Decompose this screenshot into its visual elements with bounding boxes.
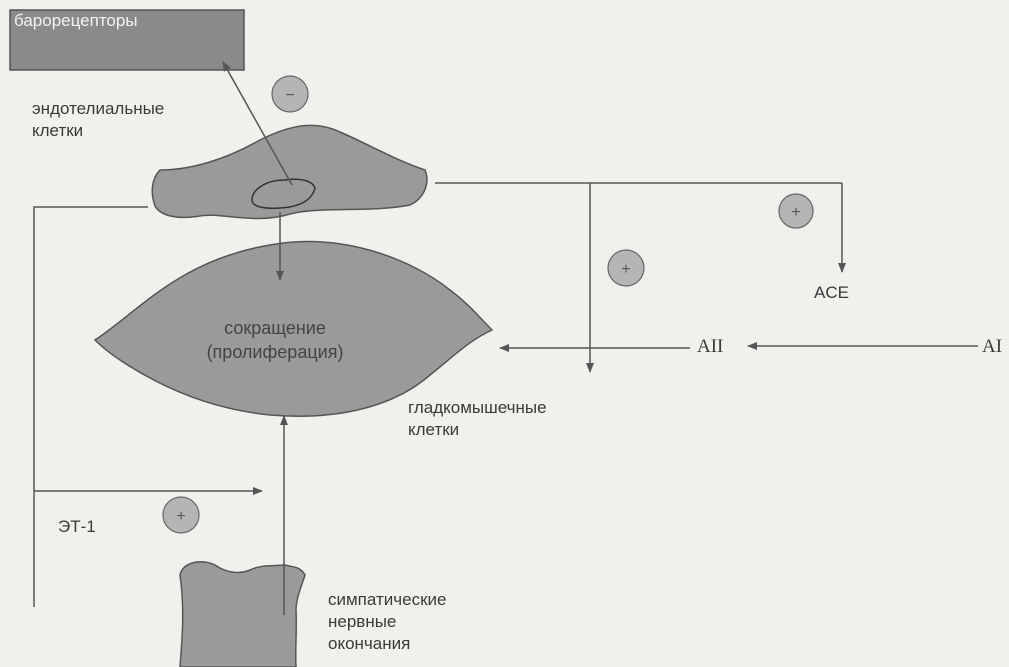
endothelial-label-line-2: клетки	[32, 120, 164, 142]
sign-top: −	[285, 87, 294, 104]
sign-ace-circle: +	[779, 194, 813, 228]
contraction-label-line-2: (пролиферация)	[170, 340, 380, 364]
sympathetic-label-line-2: нервные	[328, 611, 446, 633]
nerve-ending-shape	[180, 562, 305, 667]
sign-et1-circle: +	[163, 497, 199, 533]
sign-et1: +	[176, 508, 185, 525]
smooth-muscle-label-line-1: гладкомышечные	[408, 397, 547, 419]
sympathetic-label-line-3: окончания	[328, 633, 446, 655]
ace-label: ACE	[814, 282, 849, 304]
sign-top-circle: −	[272, 76, 308, 112]
endothelial-label: эндотелиальные клетки	[32, 98, 164, 142]
line-endothelium-left	[34, 207, 148, 607]
smooth-muscle-label: гладкомышечные клетки	[408, 397, 547, 441]
sympathetic-label: симпатические нервные окончания	[328, 589, 446, 655]
baroreceptors-label: барорецепторы	[10, 10, 244, 70]
sympathetic-label-line-1: симпатические	[328, 589, 446, 611]
sign-middle-circle: +	[608, 250, 644, 286]
endothelial-label-line-1: эндотелиальные	[32, 98, 164, 120]
sign-middle: +	[621, 261, 630, 278]
smooth-muscle-label-line-2: клетки	[408, 419, 547, 441]
aii-label: AII	[697, 336, 723, 358]
et1-label: ЭТ-1	[58, 516, 96, 538]
contraction-label: сокращение (пролиферация)	[170, 316, 380, 364]
ai-label: AI	[982, 336, 1002, 358]
sign-ace: +	[791, 204, 800, 221]
contraction-label-line-1: сокращение	[170, 316, 380, 340]
